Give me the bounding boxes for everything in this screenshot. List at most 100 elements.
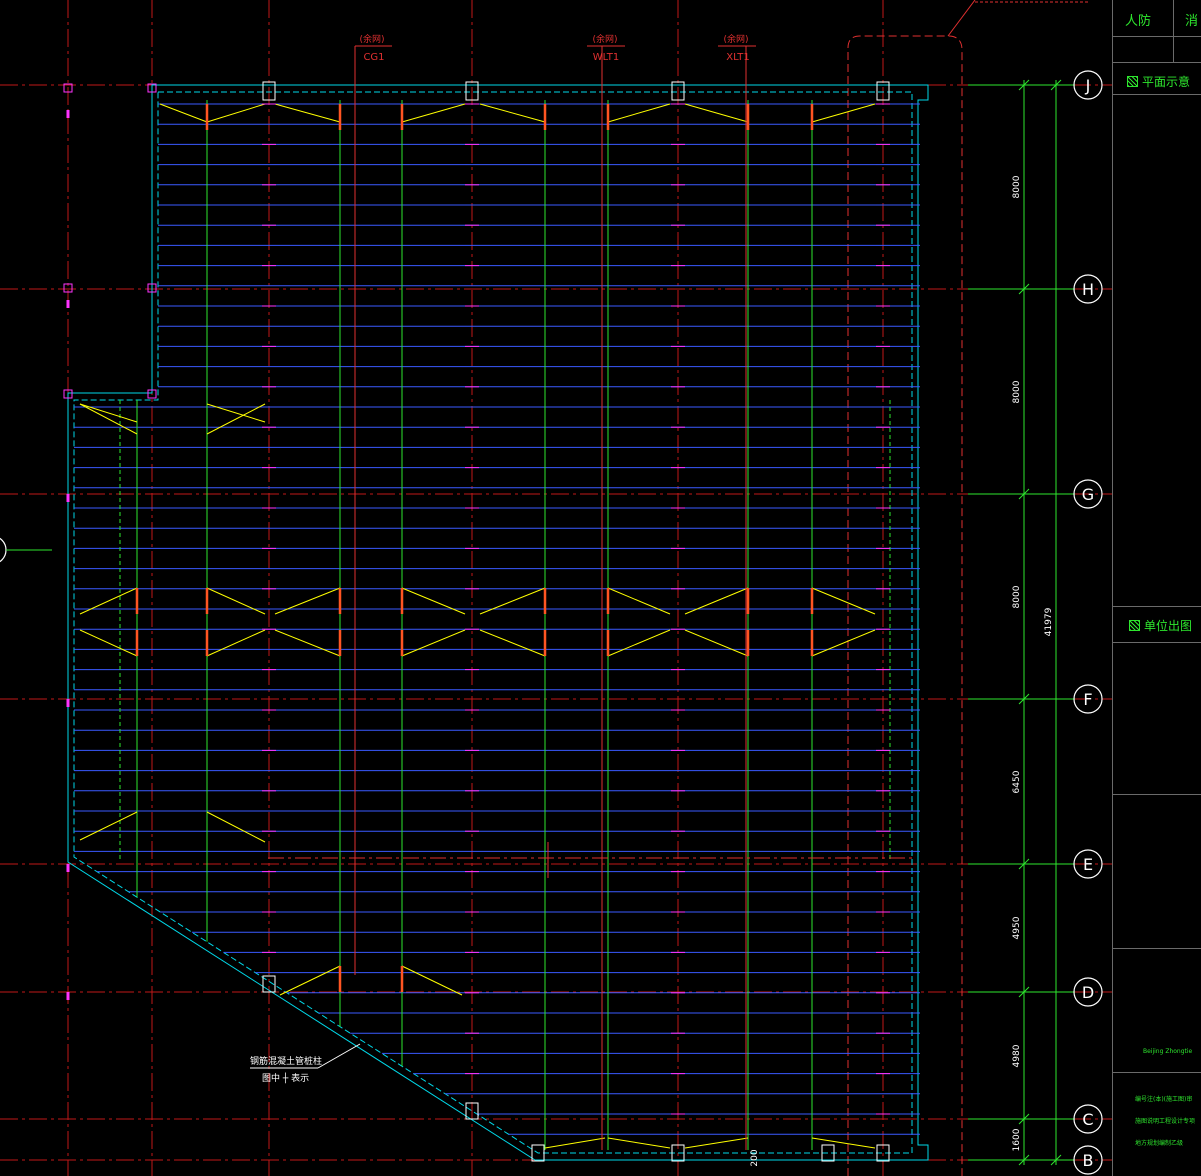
- pile-cap: [465, 1102, 479, 1120]
- title-block-company: Beijing Zhongtie: [1113, 948, 1201, 1073]
- pipe-tag-cg1-top: (余网): [359, 33, 384, 45]
- pile-cap: [876, 1144, 890, 1162]
- column-mark: [63, 283, 73, 293]
- title-block-col1: 人防: [1125, 14, 1152, 29]
- section2-label: 单位出图: [1144, 619, 1193, 633]
- support-strip: [79, 587, 138, 615]
- support-strip: [479, 629, 546, 657]
- column-mark: [147, 389, 157, 399]
- support-strip: [206, 103, 266, 123]
- pile-annotation: 钢筋混凝土管桩柱 图中 ┼ 表示: [250, 1043, 361, 1084]
- section-square-icon: [1129, 620, 1140, 631]
- pile-cap: [671, 81, 685, 101]
- support-strips: [79, 103, 876, 1149]
- title-block-section2: 单位出图: [1113, 606, 1201, 643]
- support-strip: [274, 103, 341, 123]
- leader-top: [947, 0, 976, 37]
- grid-label-E: E: [1083, 855, 1093, 874]
- support-strip: [479, 587, 546, 615]
- support-strip: [279, 965, 341, 996]
- pipe-tag-xlt1: XLT1: [726, 52, 750, 63]
- pile-cap: [876, 81, 890, 101]
- support-strip: [607, 629, 671, 657]
- slab-boundary: [67, 84, 929, 1161]
- grid-bubble-B: [1073, 1145, 1103, 1175]
- support-strip: [401, 965, 463, 996]
- dim-total: 41979: [1044, 607, 1054, 636]
- pile-cap: [821, 1144, 835, 1162]
- support-strip: [401, 103, 466, 123]
- pile-cap: [262, 81, 276, 101]
- title-block: 人防 消 平面示意 单位出图 Beijing Zhongtie 编号注(本)(施…: [1112, 0, 1201, 1176]
- dim-7: 1600: [1012, 1128, 1022, 1151]
- grid-bubble-J: [1073, 70, 1103, 100]
- support-strip: [684, 1137, 749, 1149]
- annotation-line2: 图中 ┼ 表示: [262, 1072, 309, 1084]
- grid-label-D: D: [1082, 983, 1094, 1002]
- dim-2: 8000: [1012, 380, 1022, 403]
- dim-6: 4980: [1012, 1044, 1022, 1067]
- title-block-notes: 编号注(本)(施工图)审 施图说明工程设计专项 地方规划编制乙级: [1113, 1072, 1201, 1176]
- vertical-rebar-lines: [119, 100, 891, 1150]
- support-strip: [159, 103, 208, 123]
- support-strip: [206, 403, 266, 435]
- grid-label-F: F: [1083, 690, 1092, 709]
- support-strip: [79, 403, 138, 423]
- pipe-tag-xlt1-top: (余网): [723, 33, 748, 45]
- support-strip: [274, 629, 341, 657]
- grid-bubbles: [0, 70, 1103, 1175]
- support-strip: [544, 1137, 606, 1149]
- support-strip: [607, 1137, 671, 1149]
- horizontal-axis-lines: [0, 84, 1112, 1161]
- grid-bubble-C: [1073, 1104, 1103, 1134]
- grid-bubble-H: [1073, 274, 1103, 304]
- grid-bubble-E: [1073, 849, 1103, 879]
- support-strip: [684, 587, 749, 615]
- section-square-icon: [1127, 76, 1138, 87]
- support-strip: [79, 811, 138, 841]
- title-block-section1: 平面示意: [1113, 62, 1201, 95]
- column-mark: [63, 389, 73, 399]
- pile-cap: [262, 975, 276, 993]
- grid-label-G: G: [1082, 485, 1094, 504]
- support-strip: [479, 103, 546, 123]
- support-strip: [206, 587, 266, 615]
- note-1: 编号注(本)(施工图)审: [1135, 1096, 1193, 1103]
- annotation-line1: 钢筋混凝土管桩柱: [250, 1055, 322, 1067]
- dim-3: 8000: [1012, 585, 1022, 608]
- pile-cap: [671, 1144, 685, 1162]
- support-strip: [206, 403, 266, 423]
- section1-label: 平面示意: [1142, 75, 1191, 89]
- column-mark: [63, 83, 73, 93]
- support-strip: [206, 811, 266, 843]
- support-strip: [206, 629, 266, 657]
- pile-cap: [531, 1144, 545, 1162]
- grid-label-J: J: [1085, 76, 1091, 95]
- title-block-header: 人防 消: [1113, 0, 1201, 62]
- vertical-axis-lines: [67, 0, 884, 1176]
- support-strip: [401, 587, 466, 615]
- grid-bubble-left: [0, 537, 7, 563]
- dim-5: 4950: [1012, 916, 1022, 939]
- support-strip: [79, 629, 138, 657]
- horizontal-rebar-lines: [74, 103, 920, 1135]
- support-strip: [607, 587, 671, 615]
- note-3: 地方规划编制乙级: [1135, 1140, 1184, 1147]
- support-strip: [274, 587, 341, 615]
- support-strip: [684, 629, 749, 657]
- support-strip: [811, 103, 876, 123]
- support-strip: [811, 629, 876, 657]
- support-strip: [401, 629, 466, 657]
- grid-bubble-F: [1073, 684, 1103, 714]
- post-markers: [66, 103, 890, 1115]
- dim-1: 8000: [1012, 175, 1022, 198]
- pile-caps: [262, 81, 890, 1162]
- dim-4: 6450: [1012, 770, 1022, 793]
- support-strip: [811, 587, 876, 615]
- dimension-texts: 8000 8000 8000 6450 4950 4980 1600 41979…: [750, 175, 1054, 1166]
- support-strip: [607, 103, 671, 123]
- dimension-chain: [968, 79, 1075, 1166]
- grid-bubble-D: [1073, 977, 1103, 1007]
- grid-labels: J H G F E D C B: [1082, 76, 1094, 1170]
